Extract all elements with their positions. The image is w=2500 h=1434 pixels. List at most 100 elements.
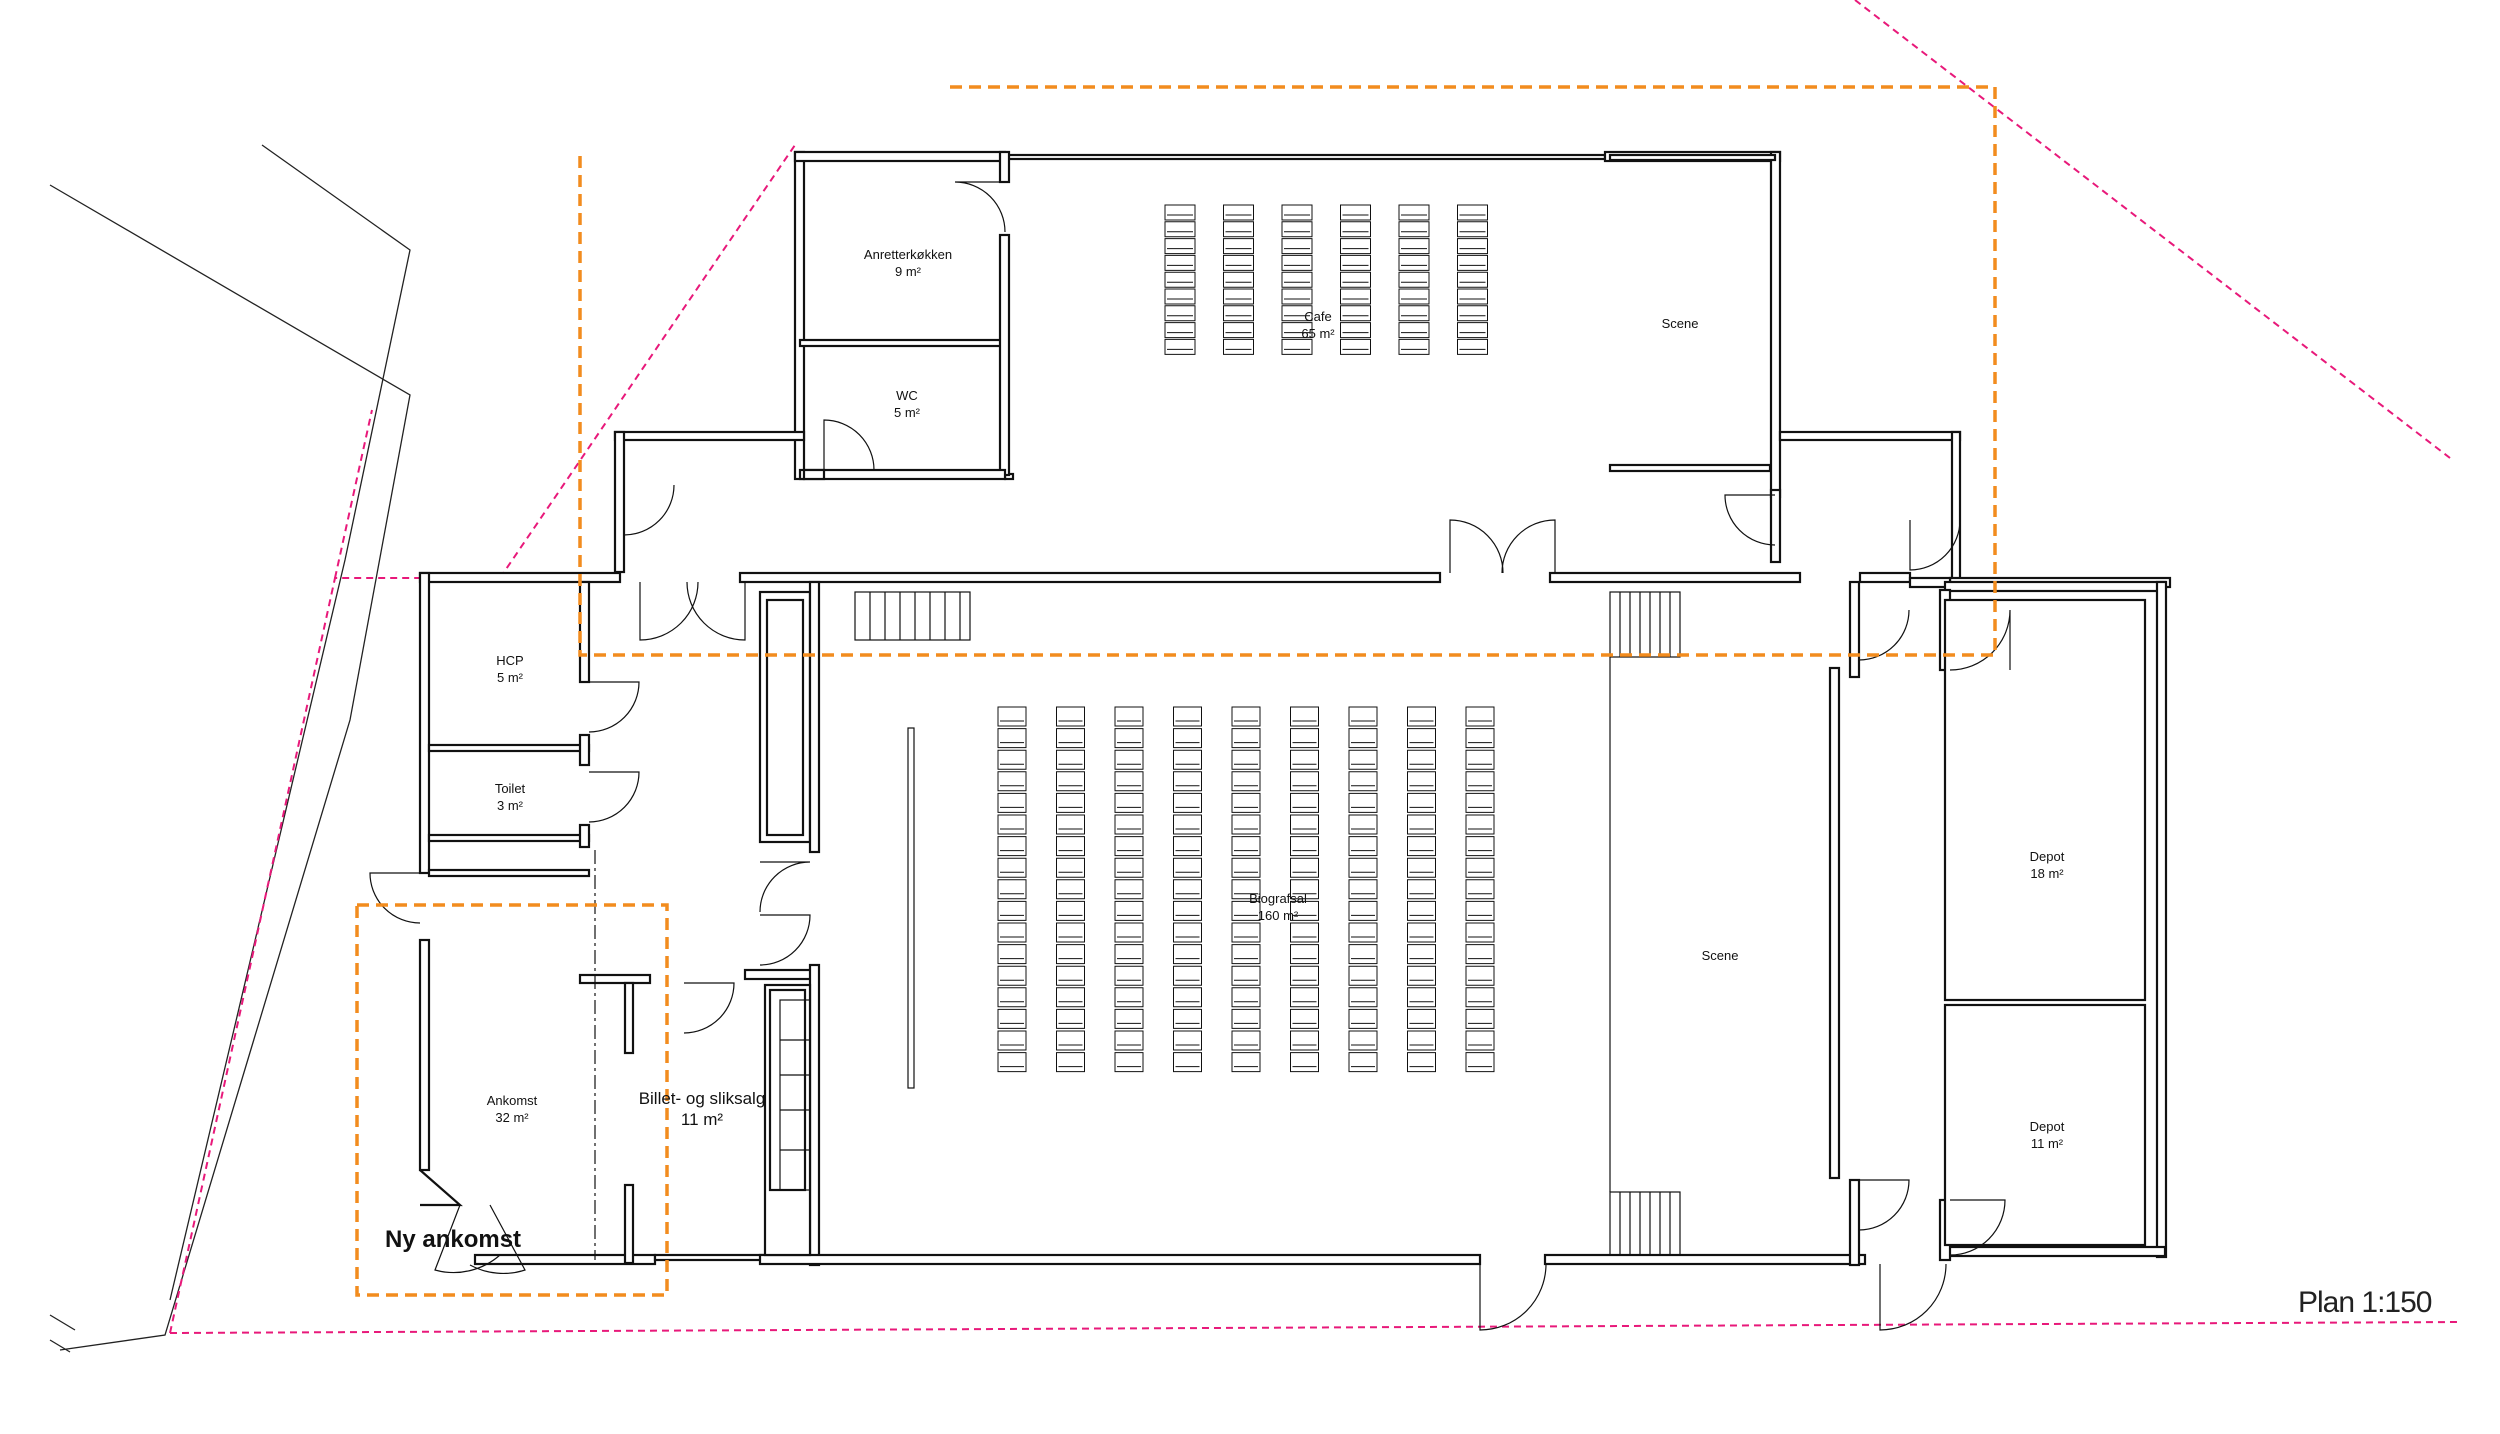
seat [1340,288,1371,305]
seat [1056,857,1085,878]
seat [1231,1030,1261,1051]
room-biograf-name: Biografsal [1249,891,1307,906]
room-wc-area: 5 m² [894,405,921,420]
seat [1348,771,1378,792]
seat [997,792,1027,813]
seat [1407,900,1436,921]
seat [1281,288,1313,305]
seat [1164,305,1196,322]
seat [1407,1030,1436,1051]
seat [1465,728,1495,749]
seat [1231,1008,1261,1029]
seat [1231,706,1261,727]
seat [1290,944,1319,965]
seat [1164,322,1196,339]
seat [1407,814,1436,835]
seat [1340,204,1371,221]
seat [1173,749,1202,770]
seat [1223,238,1254,255]
seat [1114,792,1144,813]
seat [1465,1030,1495,1051]
seat [1114,944,1144,965]
seat [1223,221,1254,238]
seat [1056,749,1085,770]
room-biograf-area: 160 m² [1258,908,1299,923]
seat [1348,1052,1378,1073]
seat [1231,857,1261,878]
seat [1231,728,1261,749]
seat [1457,271,1488,288]
walls [418,150,2172,1267]
seat [1164,338,1196,355]
seat [1231,922,1261,943]
seat [1457,254,1488,271]
plan-title: Ny ankomst [385,1226,521,1253]
scale-label: Plan 1:150 [2298,1286,2432,1319]
seat [1173,900,1202,921]
seat [1398,221,1430,238]
seat [1290,965,1319,986]
seat [997,857,1027,878]
seat [1114,1052,1144,1073]
seat [1348,987,1378,1008]
seat [1457,322,1488,339]
seat [1056,879,1085,900]
seat [1290,706,1319,727]
seat [1173,1030,1202,1051]
seat [1290,1052,1319,1073]
seat [1173,771,1202,792]
seat [1465,814,1495,835]
seat [1398,254,1430,271]
seat [1348,749,1378,770]
seat [997,1030,1027,1051]
seat [1173,706,1202,727]
seat [1348,706,1378,727]
seat [1348,836,1378,857]
seat [1407,965,1436,986]
seat [1223,338,1254,355]
seat [1407,706,1436,727]
seat [1114,900,1144,921]
room-anretter-name: Anretterkøkken [864,247,952,262]
room-billet-area: 11 m² [681,1110,724,1129]
seat [1340,322,1371,339]
seat [1056,792,1085,813]
seat [1173,792,1202,813]
seat [1398,271,1430,288]
seat [1164,238,1196,255]
room-ankomst-name: Ankomst [487,1093,538,1108]
seat [1231,879,1261,900]
seat [1465,706,1495,727]
seat [1465,944,1495,965]
seat [1457,288,1488,305]
seat [1231,1052,1261,1073]
seat [1398,305,1430,322]
seat [1457,338,1488,355]
seat [997,706,1027,727]
seat [1173,728,1202,749]
room-anretter-area: 9 m² [895,264,922,279]
seat [1056,922,1085,943]
seat [1056,1030,1085,1051]
seat [1348,900,1378,921]
seat [1223,288,1254,305]
seat [1348,1030,1378,1051]
seat [997,944,1027,965]
seat [1173,1052,1202,1073]
seat [1281,338,1313,355]
room-depot1-area: 18 m² [2030,866,2064,881]
seat [997,836,1027,857]
seat [1407,879,1436,900]
seat [1465,771,1495,792]
seat [1340,271,1371,288]
seat [1348,728,1378,749]
seat [1407,749,1436,770]
seat [1231,987,1261,1008]
seat [1348,944,1378,965]
seat [1173,922,1202,943]
seat [1056,965,1085,986]
seat [1465,879,1495,900]
seat [1173,944,1202,965]
seat [1114,814,1144,835]
